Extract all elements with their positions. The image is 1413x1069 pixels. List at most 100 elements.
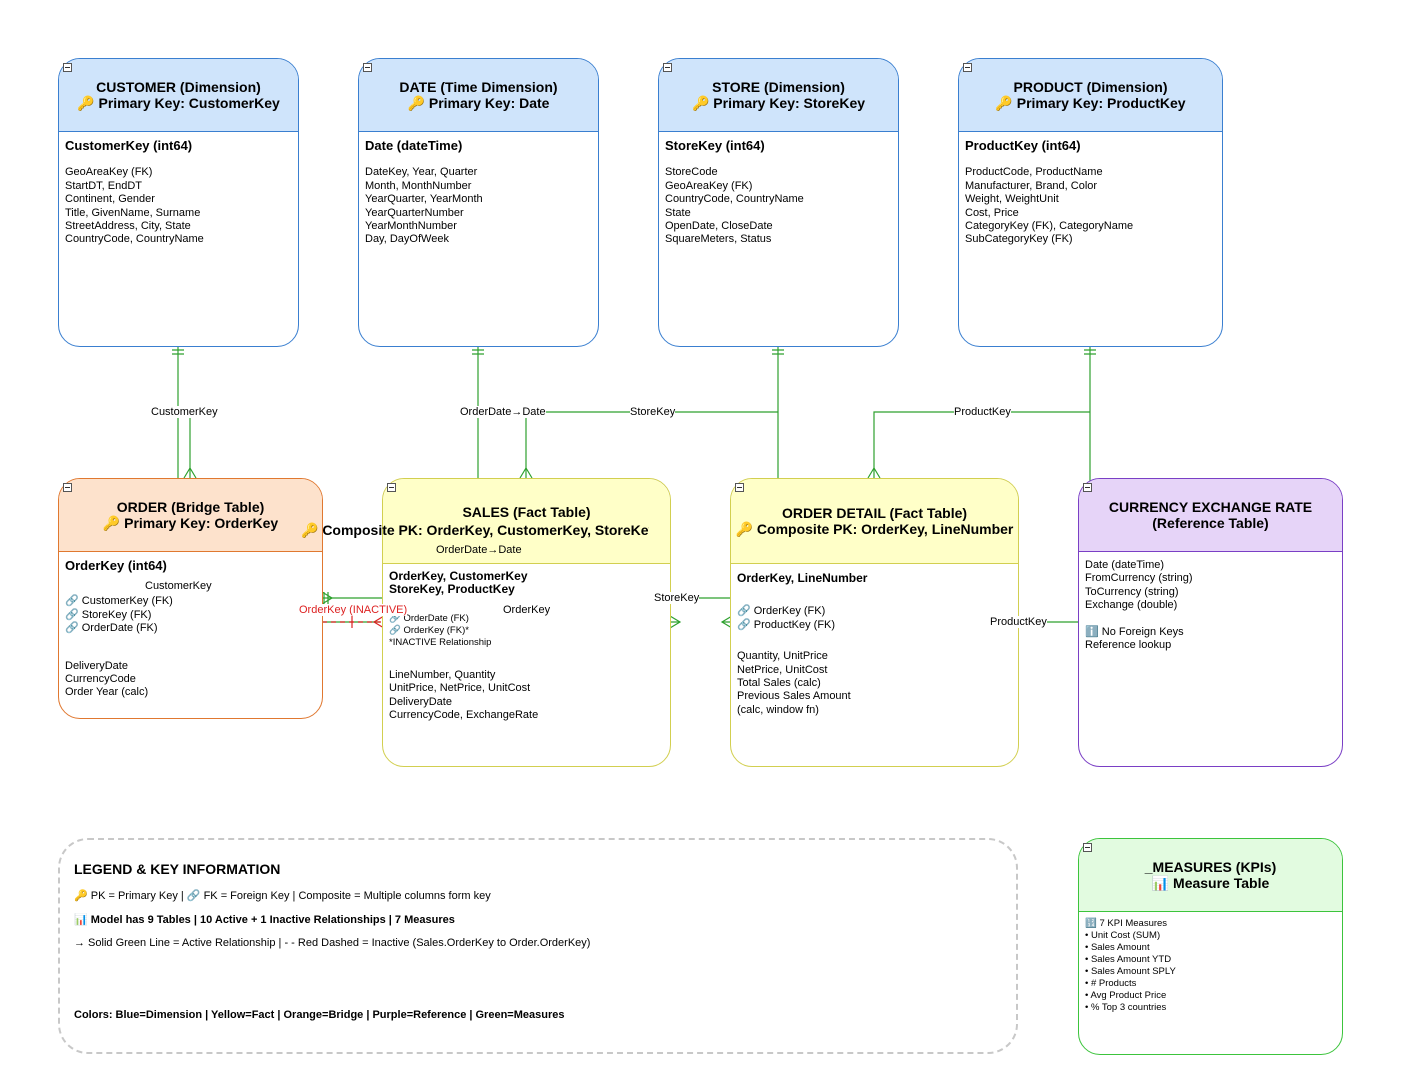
field: SubCategoryKey (FK)	[965, 233, 1073, 246]
sales-title: SALES (Fact Table)	[462, 504, 591, 520]
legend-line: 🔑 PK = Primary Key | 🔗 FK = Foreign Key …	[74, 890, 491, 902]
field: CategoryKey (FK), CategoryName	[965, 220, 1134, 233]
sales-key: OrderKey, CustomerKey	[389, 569, 528, 583]
collapse-icon[interactable]	[735, 483, 744, 492]
customer-pk: 🔑 Primary Key: CustomerKey	[77, 95, 280, 111]
field: Exchange (double)	[1085, 599, 1178, 612]
field: Order Year (calc)	[65, 686, 149, 699]
currency-subtitle: (Reference Table)	[1152, 515, 1269, 531]
order-fields: OrderKey (int64) 🔗 CustomerKey (FK) 🔗 St…	[65, 559, 318, 700]
field: FromCurrency (string)	[1085, 572, 1193, 585]
order-detail-entity[interactable]: ORDER DETAIL (Fact Table) 🔑 Composite PK…	[730, 478, 1019, 767]
currency-fields: Date (dateTime) FromCurrency (string) To…	[1085, 559, 1338, 652]
field: UnitPrice, NetPrice, UnitCost	[389, 682, 531, 695]
field: Manufacturer, Brand, Color	[965, 179, 1098, 192]
date-header: DATE (Time Dimension) 🔑 Primary Key: Dat…	[359, 59, 598, 132]
field: State	[665, 206, 691, 219]
field: • Avg Product Price	[1085, 990, 1167, 1001]
sales-entity[interactable]: SALES (Fact Table) 🔑 Composite PK: Order…	[301, 478, 671, 767]
field: StoreCode	[665, 166, 718, 179]
field: 🔗 CustomerKey (FK)	[65, 595, 173, 608]
sales-key: StoreKey, ProductKey	[389, 582, 515, 597]
rel-label-customerkey-2: CustomerKey	[145, 580, 212, 592]
field: GeoAreaKey (FK)	[65, 166, 153, 179]
collapse-icon[interactable]	[363, 63, 372, 72]
sales-header: SALES (Fact Table) 🔑 Composite PK: Order…	[301, 479, 670, 564]
order-detail-pk: 🔑 Composite PK: OrderKey, LineNumber	[735, 521, 1014, 537]
measures-title: _MEASURES (KPIs)	[1144, 859, 1277, 875]
store-pk: 🔑 Primary Key: StoreKey	[691, 95, 866, 111]
rel-line-product-detail	[873, 411, 1090, 478]
field: • Sales Amount YTD	[1085, 954, 1172, 965]
field: SquareMeters, Status	[665, 233, 772, 246]
collapse-icon[interactable]	[1083, 483, 1092, 492]
collapse-icon[interactable]	[63, 63, 72, 72]
product-entity[interactable]: PRODUCT (Dimension) 🔑 Primary Key: Produ…	[958, 58, 1223, 347]
order-detail-fields: OrderKey, LineNumber 🔗 OrderKey (FK) 🔗 P…	[737, 571, 1014, 717]
legend-box: LEGEND & KEY INFORMATION 🔑 PK = Primary …	[58, 838, 1018, 1054]
collapse-icon[interactable]	[663, 63, 672, 72]
store-title: STORE (Dimension)	[712, 79, 845, 95]
currency-title: CURRENCY EXCHANGE RATE	[1108, 499, 1313, 515]
product-title: PRODUCT (Dimension)	[1013, 79, 1168, 95]
product-pk: 🔑 Primary Key: ProductKey	[995, 95, 1186, 111]
field: StartDT, EndDT	[65, 179, 143, 192]
customer-entity[interactable]: CUSTOMER (Dimension) 🔑 Primary Key: Cust…	[58, 58, 299, 347]
order-entity[interactable]: ORDER (Bridge Table) 🔑 Primary Key: Orde…	[58, 478, 323, 719]
field: Date (dateTime)	[1085, 559, 1165, 571]
store-fields: StoreKey (int64) StoreCode GeoAreaKey (F…	[665, 139, 894, 247]
currency-entity[interactable]: CURRENCY EXCHANGE RATE (Reference Table)…	[1078, 478, 1343, 767]
order-key: OrderKey (int64)	[65, 558, 167, 573]
field: DeliveryDate	[65, 659, 128, 672]
collapse-icon[interactable]	[963, 63, 972, 72]
field: GeoAreaKey (FK)	[665, 179, 753, 192]
order-pk: 🔑 Primary Key: OrderKey	[102, 515, 279, 531]
rel-label-orderkey: OrderKey	[503, 604, 551, 616]
field: Weight, WeightUnit	[965, 193, 1059, 206]
customer-title: CUSTOMER (Dimension)	[96, 79, 261, 95]
field: • # Products	[1085, 978, 1137, 989]
order-detail-key: OrderKey, LineNumber	[737, 571, 868, 585]
field: Previous Sales Amount	[737, 690, 851, 703]
field: • % Top 3 countries	[1085, 1002, 1167, 1013]
collapse-icon[interactable]	[387, 483, 396, 492]
field: ProductCode, ProductName	[965, 166, 1103, 179]
field: 🔗 StoreKey (FK)	[65, 608, 152, 621]
field: LineNumber, Quantity	[389, 668, 496, 681]
rel-label-orderdate: OrderDate→Date	[460, 406, 546, 418]
field: CountryCode, CountryName	[65, 233, 204, 246]
order-detail-header: ORDER DETAIL (Fact Table) 🔑 Composite PK…	[731, 479, 1018, 564]
store-key: StoreKey (int64)	[665, 138, 765, 153]
order-header: ORDER (Bridge Table) 🔑 Primary Key: Orde…	[59, 479, 322, 552]
field: • Sales Amount SPLY	[1085, 966, 1176, 977]
legend-title: LEGEND & KEY INFORMATION	[74, 861, 281, 877]
date-entity[interactable]: DATE (Time Dimension) 🔑 Primary Key: Dat…	[358, 58, 599, 347]
legend-line: Colors: Blue=Dimension | Yellow=Fact | O…	[74, 1009, 565, 1021]
field: NetPrice, UnitCost	[737, 663, 828, 676]
store-entity[interactable]: STORE (Dimension) 🔑 Primary Key: StoreKe…	[658, 58, 899, 347]
order-detail-title: ORDER DETAIL (Fact Table)	[781, 505, 968, 521]
customer-header: CUSTOMER (Dimension) 🔑 Primary Key: Cust…	[59, 59, 298, 132]
legend-line: → Solid Green Line = Active Relationship…	[74, 937, 591, 949]
product-header: PRODUCT (Dimension) 🔑 Primary Key: Produ…	[959, 59, 1222, 132]
field: Cost, Price	[965, 206, 1019, 219]
rel-line-date-sales	[478, 411, 527, 478]
field: 🔗 OrderDate (FK)	[65, 622, 158, 635]
field: • Unit Cost (SUM)	[1085, 930, 1161, 941]
field: DeliveryDate	[389, 695, 452, 708]
collapse-icon[interactable]	[63, 483, 72, 492]
field: Day, DayOfWeek	[365, 233, 449, 246]
measures-entity[interactable]: _MEASURES (KPIs) 📊 Measure Table 🔢 7 KPI…	[1078, 838, 1343, 1055]
currency-header: CURRENCY EXCHANGE RATE (Reference Table)	[1079, 479, 1342, 552]
field: CurrencyCode, ExchangeRate	[389, 709, 539, 722]
field: 🔢 7 KPI Measures	[1085, 918, 1168, 929]
rel-label-storekey: StoreKey	[630, 406, 676, 418]
field: YearQuarter, YearMonth	[365, 193, 483, 206]
field: Title, GivenName, Surname	[65, 206, 201, 219]
field: ℹ️ No Foreign Keys	[1085, 625, 1184, 638]
date-pk: 🔑 Primary Key: Date	[407, 95, 550, 111]
collapse-icon[interactable]	[1083, 843, 1092, 852]
measures-subtitle: 📊 Measure Table	[1151, 875, 1270, 891]
rel-label-orderdate-2: OrderDate→Date	[436, 544, 522, 556]
date-fields: Date (dateTime) DateKey, Year, Quarter M…	[365, 139, 594, 247]
